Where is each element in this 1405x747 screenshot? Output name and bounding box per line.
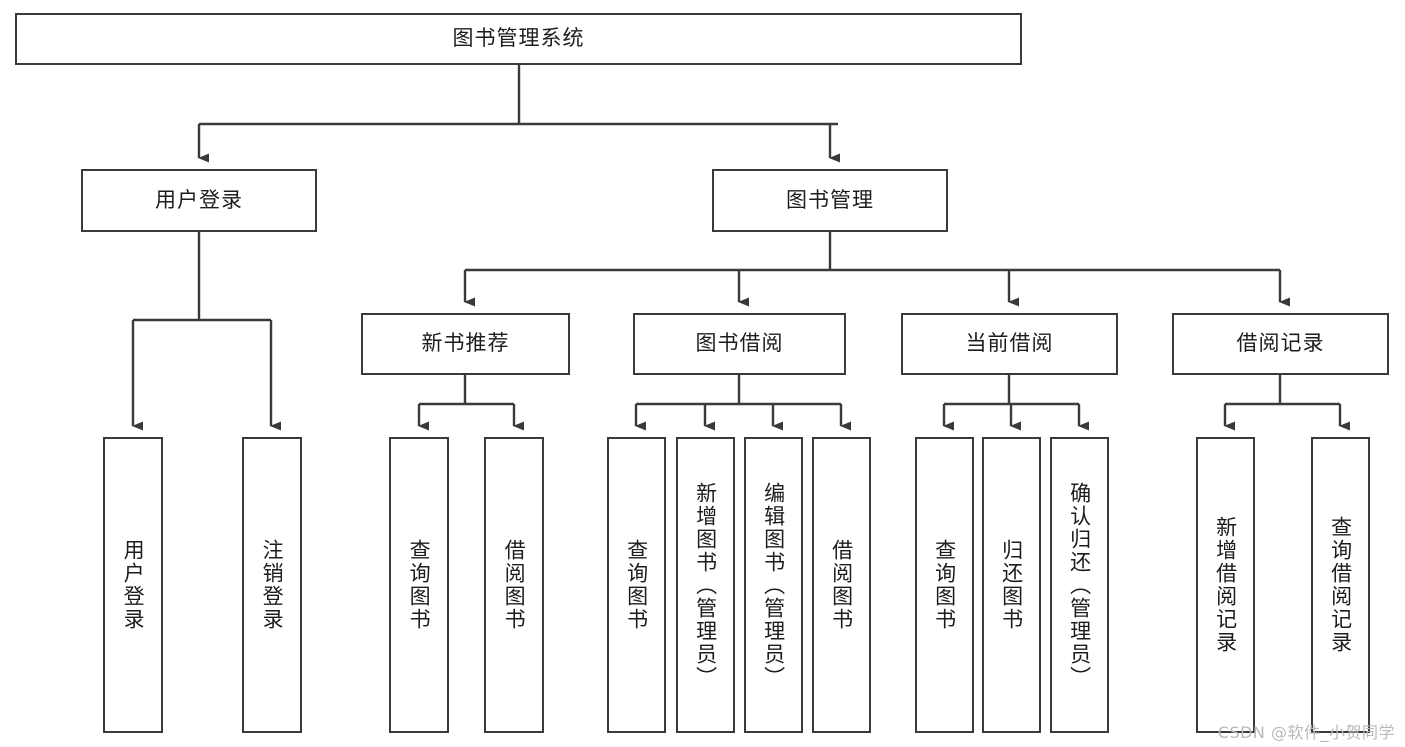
leaf-borrow-edit-book-admin[interactable]: 编辑图书（管理员） (744, 437, 803, 733)
leaf-record-query-record[interactable]: 查询借阅记录 (1311, 437, 1370, 733)
node-book-management[interactable]: 图书管理 (712, 169, 948, 232)
node-label: 图书管理系统 (452, 26, 585, 51)
leaf-borrow-query-book[interactable]: 查询图书 (607, 437, 666, 733)
node-label: 编辑图书（管理员） (761, 481, 786, 689)
node-label: 归还图书 (999, 539, 1024, 631)
node-label: 新增图书（管理员） (693, 481, 718, 689)
leaf-borrow-borrow-book[interactable]: 借阅图书 (812, 437, 871, 733)
leaf-current-confirm-return-admin[interactable]: 确认归还（管理员） (1050, 437, 1109, 733)
node-label: 新书推荐 (421, 331, 510, 356)
node-label: 图书管理 (786, 187, 874, 212)
node-label: 注销登录 (260, 539, 285, 631)
node-label: 借阅记录 (1236, 331, 1325, 356)
node-label: 用户登录 (121, 539, 146, 631)
node-book-borrow[interactable]: 图书借阅 (633, 313, 846, 375)
leaf-user-login-logout[interactable]: 注销登录 (242, 437, 302, 733)
node-label: 查询图书 (932, 539, 957, 631)
leaf-recommend-borrow-book[interactable]: 借阅图书 (484, 437, 544, 733)
node-label: 借阅图书 (829, 539, 854, 631)
node-label: 图书借阅 (695, 331, 784, 356)
node-label: 查询图书 (624, 539, 649, 631)
leaf-recommend-query-book[interactable]: 查询图书 (389, 437, 449, 733)
leaf-current-return-book[interactable]: 归还图书 (982, 437, 1041, 733)
node-root[interactable]: 图书管理系统 (15, 13, 1022, 65)
node-label: 当前借阅 (965, 331, 1054, 356)
node-current-borrow[interactable]: 当前借阅 (901, 313, 1118, 375)
node-label: 确认归还（管理员） (1067, 481, 1092, 689)
node-label: 查询借阅记录 (1328, 516, 1353, 654)
leaf-record-add-record[interactable]: 新增借阅记录 (1196, 437, 1255, 733)
node-label: 新增借阅记录 (1213, 516, 1238, 654)
node-label: 查询图书 (407, 539, 432, 631)
leaf-current-query-book[interactable]: 查询图书 (915, 437, 974, 733)
node-borrow-record[interactable]: 借阅记录 (1172, 313, 1389, 375)
leaf-user-login-login[interactable]: 用户登录 (103, 437, 163, 733)
node-label: 用户登录 (155, 187, 243, 212)
node-new-book-recommend[interactable]: 新书推荐 (361, 313, 570, 375)
watermark-text: CSDN @软件_小贺同学 (1217, 723, 1395, 742)
node-user-login[interactable]: 用户登录 (81, 169, 317, 232)
leaf-borrow-add-book-admin[interactable]: 新增图书（管理员） (676, 437, 735, 733)
node-label: 借阅图书 (502, 539, 527, 631)
